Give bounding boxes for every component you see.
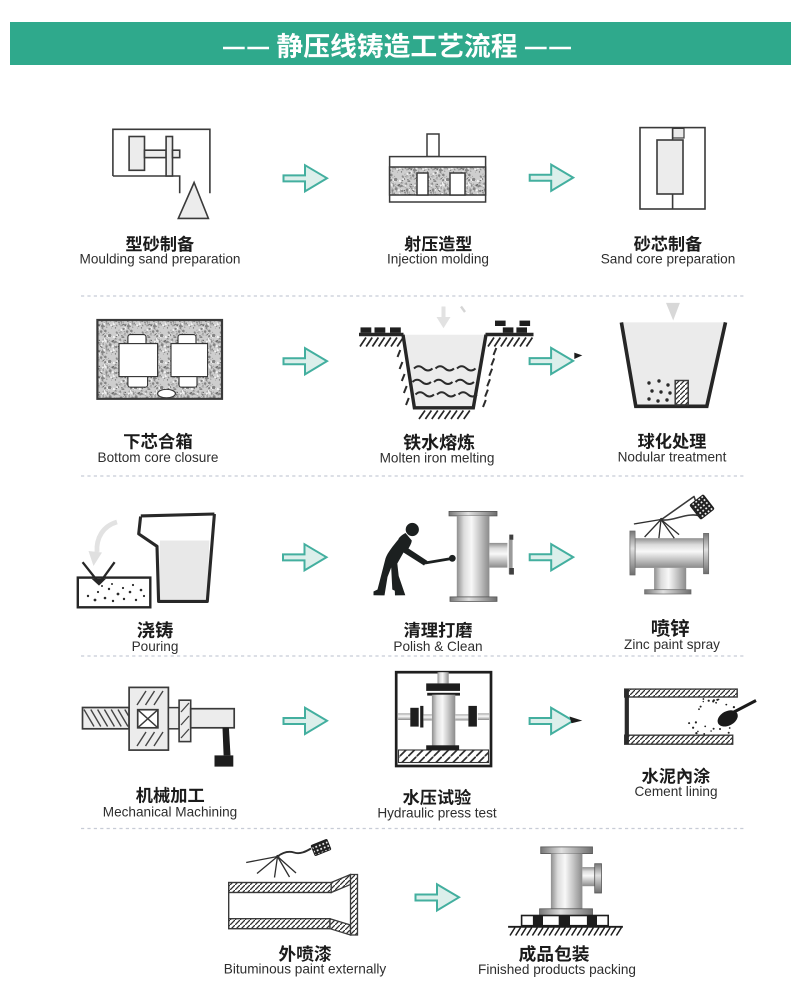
svg-text:Injection molding: Injection molding: [387, 252, 489, 267]
svg-text:Polish & Clean: Polish & Clean: [393, 639, 482, 654]
svg-text:Nodular treatment: Nodular treatment: [618, 449, 727, 464]
svg-text:Bituminous paint externally: Bituminous paint externally: [224, 962, 387, 977]
svg-text:Moulding sand preparation: Moulding sand preparation: [80, 252, 241, 267]
svg-text:Zinc paint spray: Zinc paint spray: [624, 637, 720, 652]
svg-text:Bottom core closure: Bottom core closure: [98, 450, 219, 465]
svg-text:Hydraulic press test: Hydraulic press test: [377, 805, 497, 820]
svg-text:Pouring: Pouring: [132, 639, 179, 654]
svg-text:Mechanical Machining: Mechanical Machining: [103, 804, 238, 819]
svg-text:Molten iron melting: Molten iron melting: [380, 450, 495, 465]
svg-text:Finished products packing: Finished products packing: [478, 962, 636, 977]
svg-text:Cement lining: Cement lining: [634, 784, 717, 799]
svg-text:Sand core preparation: Sand core preparation: [601, 252, 736, 267]
